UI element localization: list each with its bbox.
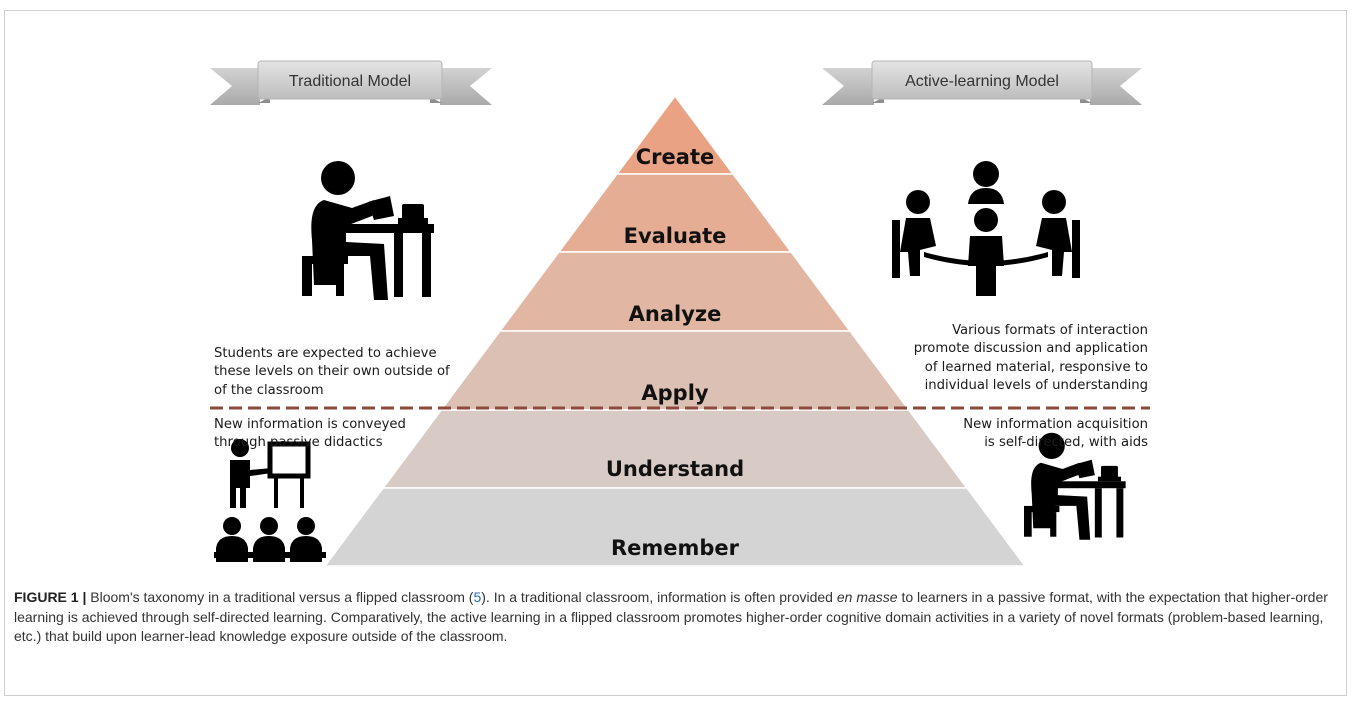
ribbon-traditional: Traditional Model <box>210 60 492 105</box>
caption-emphasis: en masse <box>836 589 898 605</box>
note-line: through passive didactics <box>214 435 383 451</box>
note-left-lower: New information is conveyed through pass… <box>214 416 406 453</box>
note-right-lower: New information acquisition is self-dire… <box>963 416 1148 453</box>
ribbon-active-learning: Active-learning Model <box>822 60 1142 105</box>
note-line: promote discussion and application <box>913 341 1148 357</box>
ribbon-label-active-learning: Active-learning Model <box>905 73 1059 90</box>
note-line: Various formats of interaction <box>952 323 1148 338</box>
note-line: these levels on their own outside of <box>214 364 450 380</box>
level-label-analyze: Analyze <box>629 302 722 326</box>
group-table-icon <box>892 161 1080 296</box>
level-label-evaluate: Evaluate <box>624 224 727 248</box>
pyramid-level-remember <box>323 487 1027 567</box>
student-at-desk-icon <box>1024 432 1126 540</box>
note-right-upper: Various formats of interaction promote d… <box>914 322 1148 396</box>
note-line: is self-directed, with aids <box>984 435 1148 451</box>
ribbon-label-traditional: Traditional Model <box>289 73 411 90</box>
caption-reference-link[interactable]: 5 <box>473 589 482 605</box>
bloom-pyramid: Create Evaluate Analyze Apply Understand… <box>323 94 1027 567</box>
level-label-apply: Apply <box>641 381 709 405</box>
caption-label: FIGURE 1 | <box>14 589 87 605</box>
note-left-upper: Students are expected to achieve these l… <box>214 345 450 400</box>
note-line: of the classroom <box>214 382 324 398</box>
note-line: New information acquisition <box>963 417 1148 432</box>
level-label-understand: Understand <box>606 457 744 481</box>
caption-text: Bloom's taxonomy in a traditional versus… <box>86 589 474 605</box>
level-label-remember: Remember <box>611 536 740 560</box>
figure-frame <box>4 10 1347 696</box>
note-line: individual levels of understanding <box>924 378 1148 394</box>
level-label-create: Create <box>636 145 714 169</box>
note-line: Students are expected to achieve <box>214 346 437 361</box>
figure-caption: FIGURE 1 | Bloom's taxonomy in a traditi… <box>14 588 1339 647</box>
caption-text: to learners in a passive format, with th… <box>14 589 1328 644</box>
lecturer-board-icon <box>214 439 326 562</box>
bloom-diagram: Traditional Model Active-learning Model … <box>210 60 1150 567</box>
note-line: New information is conveyed <box>214 417 406 432</box>
caption-text: ). In a traditional classroom, informati… <box>481 589 837 605</box>
student-at-desk-icon <box>302 161 434 300</box>
note-line: of learned material, responsive to <box>924 359 1148 375</box>
